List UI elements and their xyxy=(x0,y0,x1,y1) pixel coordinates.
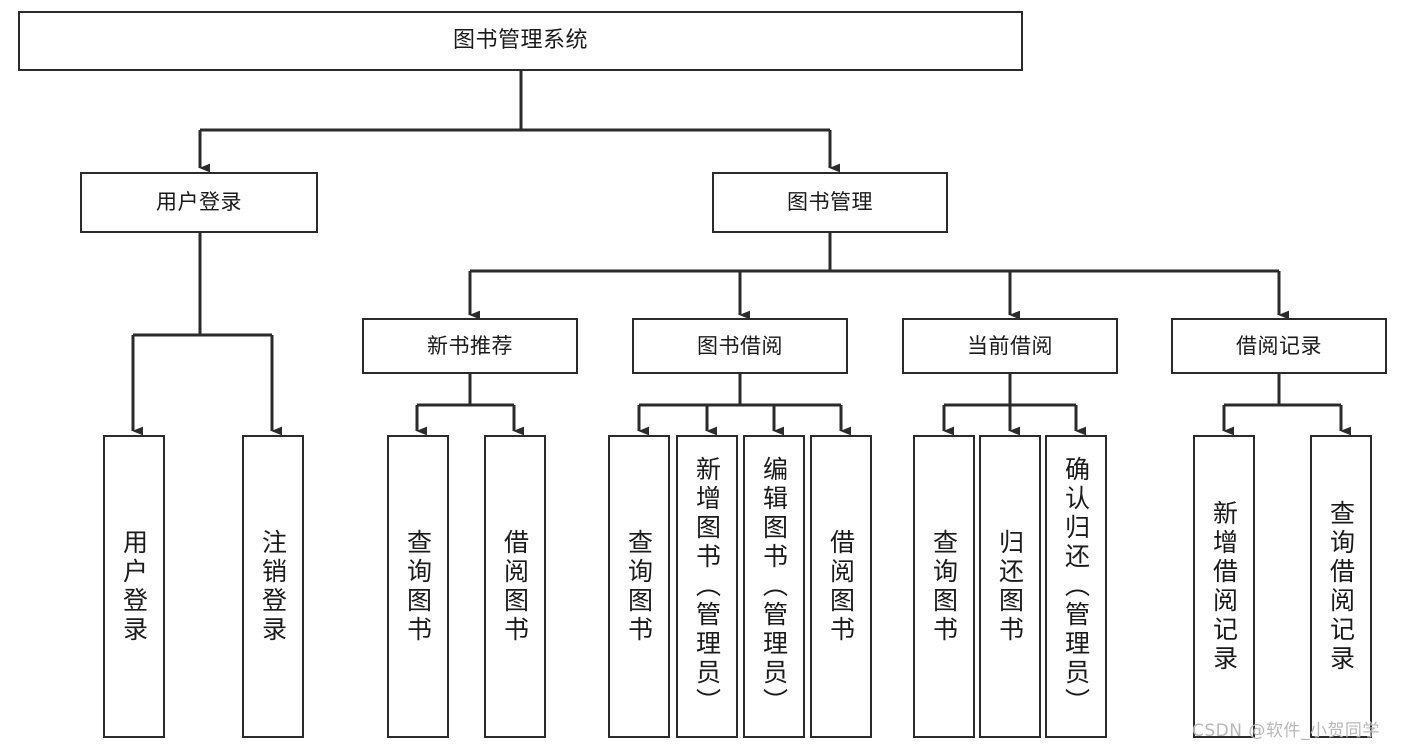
node-current-borrowing[interactable]: 当前借阅 xyxy=(902,318,1118,374)
leaf-borrow-book[interactable]: 借阅图书 xyxy=(810,435,872,738)
leaf-current-query-book[interactable]: 查询图书 xyxy=(913,435,975,738)
leaf-borrow-query-book[interactable]: 查询图书 xyxy=(608,435,670,738)
node-label: 借阅图书 xyxy=(500,528,530,645)
node-label: 用户登录 xyxy=(156,190,242,215)
node-label: 借阅图书 xyxy=(826,528,856,645)
leaf-edit-book-admin[interactable]: 编辑图书（管理员） xyxy=(743,435,805,738)
leaf-add-book-admin[interactable]: 新增图书（管理员） xyxy=(676,435,738,738)
node-label: 图书管理系统 xyxy=(452,28,588,54)
node-borrowing-records[interactable]: 借阅记录 xyxy=(1171,318,1387,374)
node-label: 新书推荐 xyxy=(427,333,513,358)
leaf-confirm-return-admin[interactable]: 确认归还（管理员） xyxy=(1045,435,1107,738)
leaf-new-book-query[interactable]: 查询图书 xyxy=(387,435,449,738)
leaf-new-book-borrow[interactable]: 借阅图书 xyxy=(484,435,546,738)
node-label: 图书借阅 xyxy=(697,333,783,358)
node-label: 查询图书 xyxy=(403,528,433,645)
node-label: 借阅记录 xyxy=(1236,333,1322,358)
node-label: 查询借阅记录 xyxy=(1326,499,1356,674)
node-label: 归还图书 xyxy=(995,528,1025,645)
node-new-book-recommendation[interactable]: 新书推荐 xyxy=(362,318,578,374)
node-label: 查询图书 xyxy=(624,528,654,645)
node-label: 当前借阅 xyxy=(967,333,1053,358)
node-root-book-management-system[interactable]: 图书管理系统 xyxy=(18,11,1023,71)
leaf-logout[interactable]: 注销登录 xyxy=(242,435,304,738)
leaf-query-borrow-record[interactable]: 查询借阅记录 xyxy=(1310,435,1372,738)
node-user-login[interactable]: 用户登录 xyxy=(80,172,318,233)
node-book-borrowing[interactable]: 图书借阅 xyxy=(632,318,848,374)
node-book-management[interactable]: 图书管理 xyxy=(712,172,948,233)
node-label: 确认归还（管理员） xyxy=(1061,456,1091,717)
leaf-add-borrow-record[interactable]: 新增借阅记录 xyxy=(1193,435,1255,738)
node-label: 新增借阅记录 xyxy=(1209,499,1239,674)
leaf-user-login[interactable]: 用户登录 xyxy=(103,435,165,738)
node-label: 新增图书（管理员） xyxy=(692,456,722,717)
node-label: 图书管理 xyxy=(787,190,873,215)
node-label: 查询图书 xyxy=(929,528,959,645)
leaf-return-book[interactable]: 归还图书 xyxy=(979,435,1041,738)
node-label: 注销登录 xyxy=(258,528,288,645)
node-label: 用户登录 xyxy=(119,528,149,645)
node-label: 编辑图书（管理员） xyxy=(759,456,789,717)
